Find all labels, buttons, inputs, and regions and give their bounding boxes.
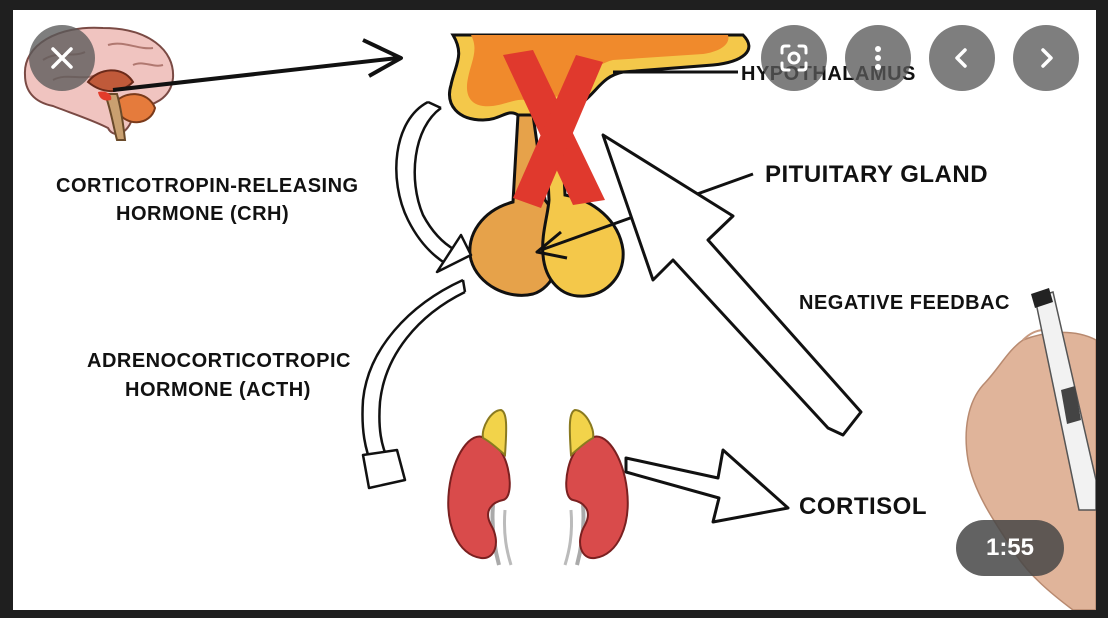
- acth-label-line1: ADRENOCORTICOTROPIC: [87, 350, 351, 372]
- cortisol-label: CORTISOL: [799, 494, 927, 520]
- close-button[interactable]: [29, 25, 95, 91]
- acth-label-line2: HORMONE (ACTH): [125, 379, 311, 401]
- right-kidney: [565, 410, 628, 565]
- chevron-left-icon: [947, 43, 977, 73]
- crh-label-line2: HORMONE (CRH): [116, 203, 289, 225]
- crh-curved-arrow: [396, 102, 471, 272]
- acth-curved-arrow: [362, 280, 465, 488]
- cortisol-arrow: [626, 450, 788, 522]
- lens-search-button[interactable]: [761, 25, 827, 91]
- more-options-button[interactable]: [845, 25, 911, 91]
- left-kidney: [448, 410, 511, 565]
- lens-icon: [778, 42, 810, 74]
- close-icon: [47, 43, 77, 73]
- next-button[interactable]: [1013, 25, 1079, 91]
- video-duration-badge: 1:55: [956, 520, 1064, 576]
- more-vert-icon: [863, 43, 893, 73]
- video-thumbnail[interactable]: HYPOTHALAMUS CORTICOTROPIN-RELEASING HOR…: [13, 10, 1096, 610]
- chevron-right-icon: [1031, 43, 1061, 73]
- negative-feedback-label: NEGATIVE FEEDBAC: [799, 292, 1010, 314]
- hypothalamus-shape: [450, 35, 749, 120]
- previous-button[interactable]: [929, 25, 995, 91]
- crh-label-line1: CORTICOTROPIN-RELEASING: [56, 175, 359, 197]
- pituitary-label: PITUITARY GLAND: [765, 162, 988, 188]
